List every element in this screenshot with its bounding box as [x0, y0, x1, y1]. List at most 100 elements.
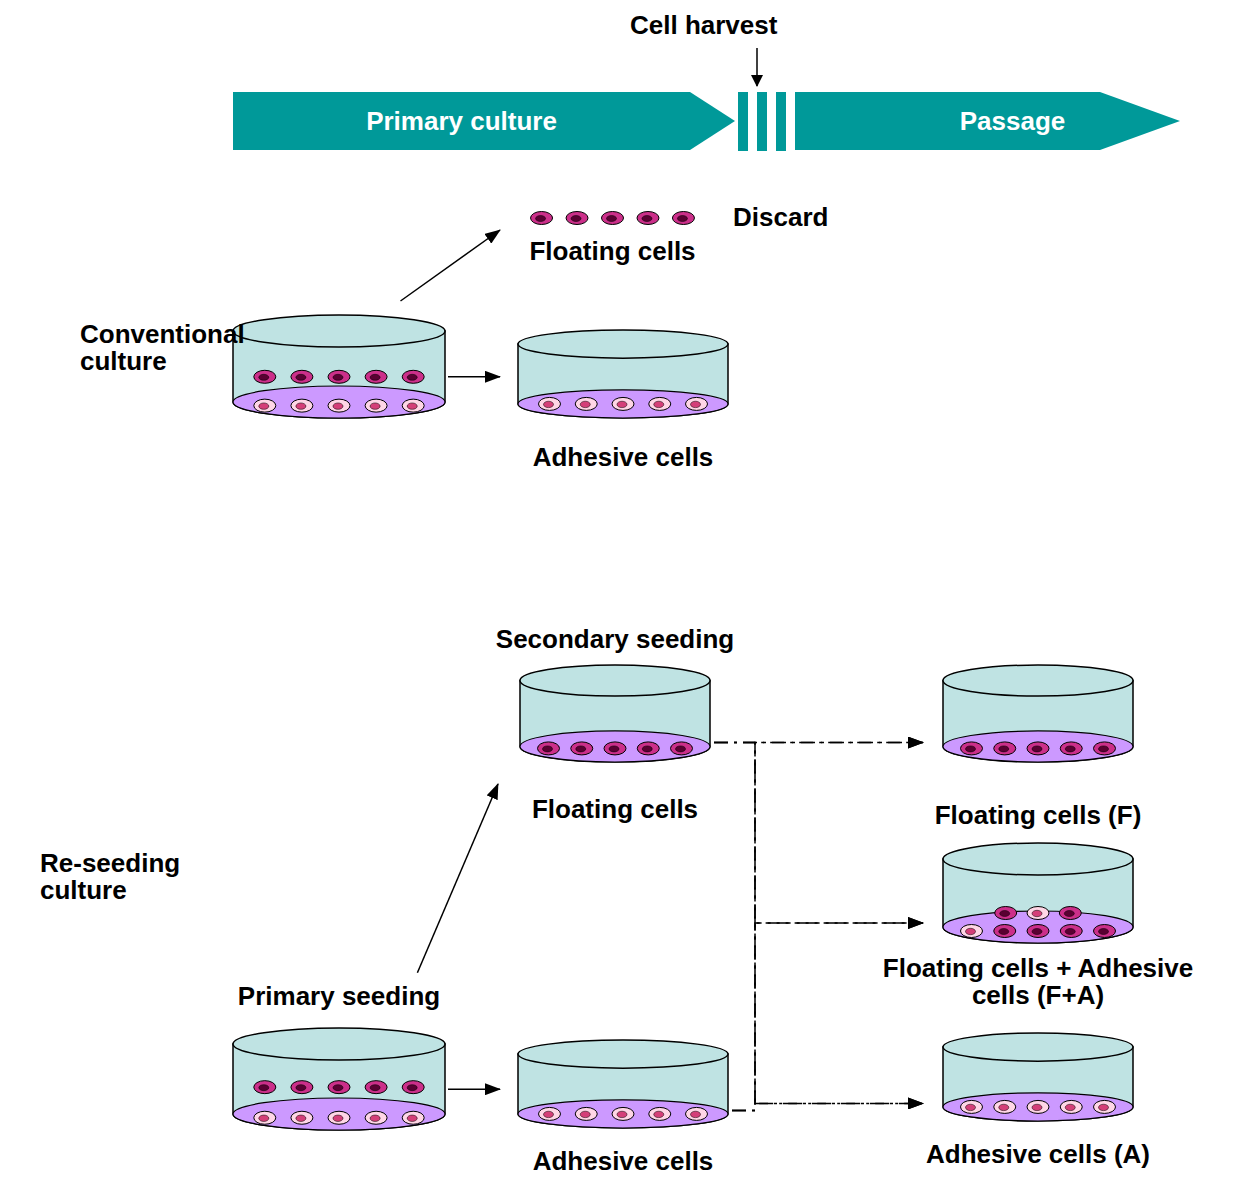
- cell-nucleus: [1032, 910, 1042, 916]
- culture-dish-node: Adhesive cells (A): [943, 1033, 1133, 1121]
- cell-nucleus: [333, 374, 343, 380]
- node-label: Adhesive cells: [533, 444, 714, 471]
- floating-cell: [1027, 925, 1049, 938]
- adhesive-cell: [402, 1111, 424, 1124]
- arrow-connector: [417, 784, 498, 973]
- cell-nucleus: [536, 216, 546, 222]
- band-shape: [795, 92, 1180, 150]
- cell-nucleus: [370, 1115, 380, 1121]
- culture-dish-node: Floating cells + Adhesive cells (F+A): [943, 843, 1133, 943]
- adhesive-cell: [539, 1107, 561, 1120]
- cell-nucleus: [259, 374, 269, 380]
- cell-nucleus: [617, 401, 627, 407]
- floating-cell: [254, 1081, 276, 1094]
- floating-cell: [365, 370, 387, 383]
- cell-nucleus: [571, 216, 581, 222]
- cell-nucleus: [654, 401, 664, 407]
- cell-nucleus: [544, 1111, 554, 1117]
- cell-nucleus: [543, 746, 553, 752]
- cell-nucleus: [333, 1115, 343, 1121]
- cell-nucleus: [259, 403, 269, 409]
- cell-nucleus: [576, 746, 586, 752]
- cell-nucleus: [370, 403, 380, 409]
- adhesive-cell: [961, 925, 983, 938]
- cell-nucleus: [999, 1104, 1009, 1110]
- floating-cell: [402, 1081, 424, 1094]
- node-label: Discard: [733, 204, 828, 231]
- cell-nucleus: [333, 1085, 343, 1091]
- dish-bottom: [943, 1093, 1133, 1121]
- node-label: Adhesive cells: [533, 1148, 714, 1175]
- dish-bottom: [520, 731, 710, 762]
- cell-nucleus: [296, 1085, 306, 1091]
- floating-cell: [566, 212, 588, 225]
- floating-cell: [291, 370, 313, 383]
- adhesive-cell: [365, 399, 387, 412]
- cell-nucleus: [676, 746, 686, 752]
- cell-nucleus: [296, 374, 306, 380]
- harvest-stripe: [738, 92, 748, 151]
- floating-cell: [291, 1081, 313, 1094]
- culture-dish: [517, 662, 713, 765]
- floating-cell: [1059, 907, 1081, 920]
- cell-nucleus: [677, 216, 687, 222]
- adhesive-cell: [1027, 1100, 1049, 1113]
- cell-nucleus: [1099, 1104, 1109, 1110]
- node-label: Conventional culture: [80, 321, 225, 376]
- adhesive-cell: [575, 1107, 597, 1120]
- adhesive-cell: [328, 399, 350, 412]
- culture-dish-node: Adhesive cells: [518, 330, 728, 418]
- cell-nucleus: [1065, 1104, 1075, 1110]
- dish-rim: [518, 330, 728, 358]
- floating-cell: [365, 1081, 387, 1094]
- cell-nucleus: [1065, 929, 1075, 935]
- cell-nucleus: [407, 374, 417, 380]
- adhesive-cell: [291, 399, 313, 412]
- floating-cell: [637, 212, 659, 225]
- cell-nucleus: [999, 929, 1009, 935]
- method-label: Re-seeding culture: [40, 850, 215, 905]
- cell-nucleus: [999, 746, 1009, 752]
- node-label: Primary seeding: [238, 983, 440, 1010]
- floating-cell: [328, 1081, 350, 1094]
- adhesive-cell: [686, 1107, 708, 1120]
- dish-bottom: [518, 1100, 728, 1128]
- culture-dish-node: Secondary seedingFloating cells: [520, 665, 710, 762]
- dish-rim: [943, 843, 1133, 875]
- cell-nucleus: [642, 746, 652, 752]
- adhesive-cell: [254, 1111, 276, 1124]
- band-shape: [233, 92, 735, 150]
- culture-dish: [230, 1025, 448, 1133]
- cell-nucleus: [259, 1085, 269, 1091]
- dish-rim: [233, 1028, 445, 1060]
- node-label: Floating cells: [529, 238, 695, 265]
- cell-nucleus: [1000, 911, 1010, 917]
- band-label: Passage: [960, 106, 1066, 137]
- floating-cell: [328, 370, 350, 383]
- dish-bottom: [943, 731, 1133, 762]
- floating-cell: [995, 907, 1017, 920]
- floating-cell: [994, 742, 1016, 755]
- timeline-band: Primary culture: [233, 92, 735, 150]
- floating-cell: [402, 370, 424, 383]
- dashed-connector: [732, 923, 923, 1110]
- floating-cell: [571, 742, 593, 755]
- cell-nucleus: [617, 1111, 627, 1117]
- dish-rim: [943, 665, 1133, 696]
- node-label: Secondary seeding: [496, 626, 734, 653]
- cell-nucleus: [642, 216, 652, 222]
- harvest-stripe: [757, 92, 767, 151]
- dish-rim: [518, 1040, 728, 1068]
- node-label: Floating cells: [532, 796, 698, 823]
- cell-nucleus: [1065, 746, 1075, 752]
- cell-nucleus: [580, 401, 590, 407]
- adhesive-cell: [291, 1111, 313, 1124]
- adhesive-cell: [649, 1107, 671, 1120]
- dashed-connector: [714, 743, 923, 923]
- cell-nucleus: [1032, 1104, 1042, 1110]
- floating-cell-row: [518, 196, 707, 240]
- cell-nucleus: [407, 1085, 417, 1091]
- step-label: Cell harvest: [630, 12, 777, 39]
